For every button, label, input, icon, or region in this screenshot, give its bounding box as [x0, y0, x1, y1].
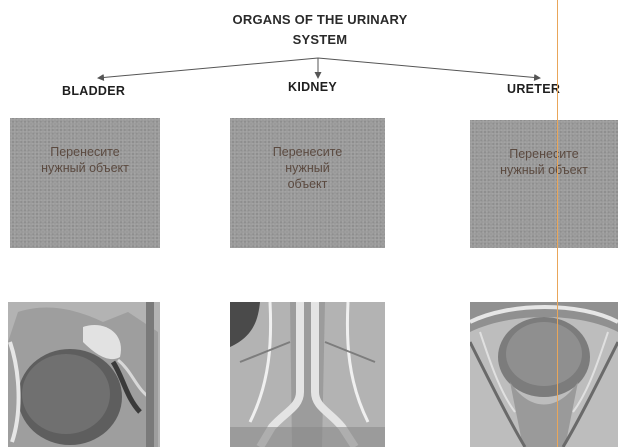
category-ureter: URETER	[507, 82, 560, 96]
kidney-anatomy-image[interactable]	[8, 302, 160, 447]
arrow-to-ureter	[318, 58, 540, 78]
bladder-illustration-icon	[470, 302, 618, 447]
category-bladder: BLADDER	[62, 84, 125, 98]
drop-zone-ureter[interactable]: Перенесите нужный объект	[470, 120, 618, 248]
kidney-illustration-icon	[8, 302, 160, 447]
arrow-to-bladder	[98, 58, 318, 78]
bladder-anatomy-image[interactable]	[470, 302, 618, 447]
drop-zone-label: Перенесите нужный объект	[273, 144, 342, 192]
category-kidney: KIDNEY	[288, 80, 337, 94]
drop-zone-label: Перенесите нужный объект	[500, 146, 588, 178]
drop-zone-label: Перенесите нужный объект	[41, 144, 129, 176]
drop-zone-kidney[interactable]: Перенесите нужный объект	[230, 118, 385, 248]
drop-zone-bladder[interactable]: Перенесите нужный объект	[10, 118, 160, 248]
guide-line	[557, 0, 558, 447]
ureters-anatomy-image[interactable]	[230, 302, 385, 447]
ureters-illustration-icon	[230, 302, 385, 447]
